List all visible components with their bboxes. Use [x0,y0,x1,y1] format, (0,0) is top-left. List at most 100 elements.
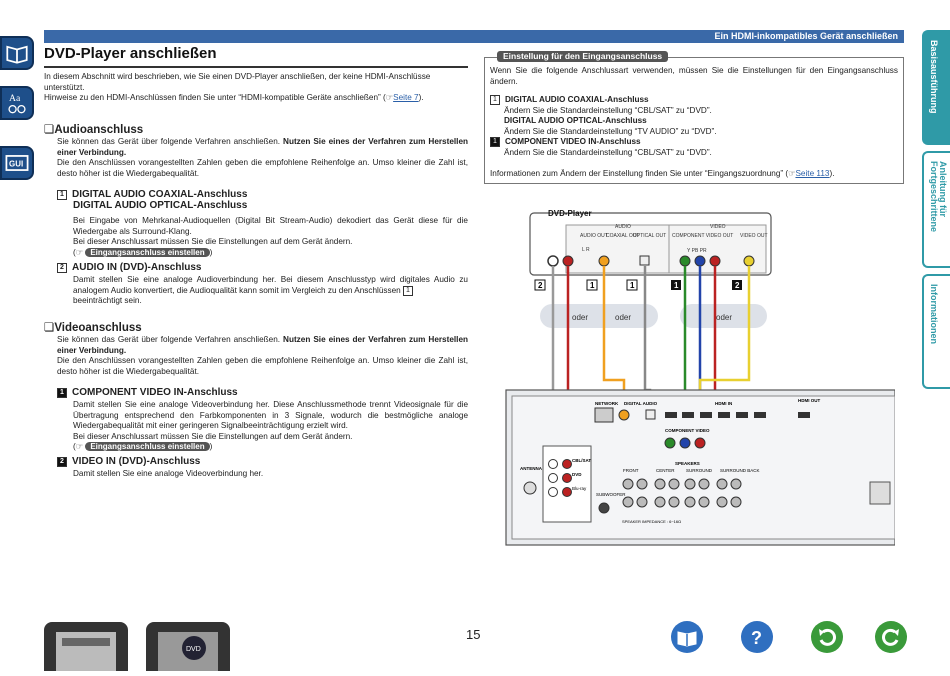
tab-basisausfuehrung[interactable]: Basisausführung [922,30,950,145]
settings-box-title: Einstellung für den Eingangsanschluss [497,51,669,62]
tab-informationen[interactable]: Informationen [922,274,950,389]
page-number: 15 [466,627,481,642]
svg-text:CBL/SAT: CBL/SAT [572,458,591,463]
svg-text:SURROUND BACK: SURROUND BACK [720,468,760,473]
svg-text:SPEAKERS: SPEAKERS [675,461,700,466]
svg-text:2: 2 [735,281,740,290]
svg-text:COAXIAL OUT: COAXIAL OUT [606,233,639,239]
video-item1-text: Damit stellen Sie eine analoge Videoverb… [73,400,468,452]
tab-fortgeschrittene[interactable]: Anleitung für Fortgeschrittene [922,151,950,268]
receiver-pb-port [679,437,691,449]
link-seite-113[interactable]: Seite 113 [795,169,830,178]
back-arrow-icon [819,628,836,646]
svg-text:OPTICAL OUT: OPTICAL OUT [633,233,666,239]
svg-text:Aa: Aa [9,93,21,104]
svg-text:Y PB PR: Y PB PR [687,248,707,254]
video-item2-text: Damit stellen Sie eine analoge Videoverb… [73,469,264,478]
receiver-pr-port [694,437,706,449]
svg-text:oder: oder [716,313,732,322]
section-header-bar: Ein HDMI-inkompatibles Gerät anschließen [44,30,904,43]
book-icon[interactable] [0,36,34,70]
link-seite-7[interactable]: Seite 7 [393,93,419,103]
remote-thumbnail[interactable]: DVD [146,622,230,671]
audio-intro: Sie können das Gerät über folgende Verfa… [57,137,468,178]
svg-text:oder: oder [615,313,631,322]
forward-arrow-icon [882,628,899,646]
dvd-coaxial-port [598,255,610,267]
svg-text:COMPONENT VIDEO: COMPONENT VIDEO [665,428,710,433]
back-button[interactable] [811,621,843,653]
svg-text:SPEAKER IMPEDANCE : 6~16Ω: SPEAKER IMPEDANCE : 6~16Ω [622,519,681,524]
ref-eingangsanschluss-2[interactable]: Eingangsanschluss einstellen [85,442,210,452]
svg-text:COMPONENT VIDEO OUT: COMPONENT VIDEO OUT [672,233,733,239]
page-title: DVD-Player anschließen [44,45,217,62]
svg-text:L R: L R [582,247,590,253]
receiver-audio-r-port [562,473,572,483]
book-icon [677,631,697,647]
audio-item2-text: Damit stellen Sie eine analoge Audioverb… [73,275,468,306]
settings-box [484,57,904,184]
svg-text:1: 1 [630,281,635,290]
dvd-pr-port [709,255,721,267]
font-size-icon[interactable]: Aa [0,86,34,120]
dvd-audio-l-port [547,255,559,267]
receiver-coaxial-port [618,409,630,421]
tab-label: Informationen [929,284,939,344]
svg-text:VIDEO: VIDEO [710,224,726,230]
receiver-front-thumbnail[interactable] [44,622,128,671]
svg-text:SURROUND: SURROUND [686,468,713,473]
intro-text: In diesem Abschnitt wird beschrieben, wi… [44,72,431,103]
svg-text:2: 2 [538,281,543,290]
receiver-optical-port [645,409,656,420]
dvd-audio-r-port [562,255,574,267]
svg-text:CENTER: CENTER [656,468,675,473]
svg-text:DIGITAL AUDIO: DIGITAL AUDIO [624,401,658,406]
svg-text:?: ? [751,628,762,648]
dvd-video-port [743,255,755,267]
tab-label: Basisausführung [929,40,939,114]
video-heading: ❏Videoanschluss [44,322,142,334]
dvd-optical-port [639,255,650,266]
tab-label: Anleitung für Fortgeschrittene [929,161,948,233]
svg-text:AUDIO: AUDIO [615,224,631,230]
svg-text:DVD: DVD [572,472,582,477]
manual-book-button[interactable] [671,621,703,653]
ref-eingangsanschluss-1[interactable]: Eingangsanschluss einstellen [85,247,210,257]
question-icon: ? [751,628,762,648]
settings-intro: Wenn Sie die folgende Anschlussart verwe… [490,66,898,86]
svg-text:1: 1 [590,281,595,290]
title-underline [44,66,468,68]
dvd-pb-port [694,255,706,267]
settings-footer: Informationen zum Ändern der Einstellung… [490,169,835,178]
svg-text:1: 1 [674,281,679,290]
svg-text:FRONT: FRONT [623,468,639,473]
receiver-y-port [664,437,676,449]
svg-text:AUDIO OUT: AUDIO OUT [580,233,608,239]
svg-text:oder: oder [572,313,588,322]
svg-text:NETWORK: NETWORK [595,401,619,406]
svg-text:Blu-ray: Blu-ray [572,486,587,491]
svg-text:VIDEO OUT: VIDEO OUT [740,233,768,239]
gui-icon[interactable]: GUI [0,146,34,180]
receiver-audio-l-port [548,473,558,483]
section-header-text: Ein HDMI-inkompatibles Gerät anschließen [714,31,898,41]
device-label: DVD-Player [548,209,592,218]
svg-text:ANTENNA: ANTENNA [520,466,543,471]
svg-text:GUI: GUI [9,160,23,169]
connection-diagram: DVD-Player AUDIO VIDEO AUDIO OUT L R COA… [505,209,895,546]
dvd-y-port [679,255,691,267]
svg-text:SUBWOOFER: SUBWOOFER [596,492,626,497]
svg-text:DVD: DVD [186,646,201,653]
video-intro: Sie können das Gerät über folgende Verfa… [57,335,468,376]
audio-item1-text: Bei Eingabe von Mehrkanal-Audioquellen (… [73,216,468,257]
audio-heading: ❏Audioanschluss [44,124,144,136]
svg-text:HDMI OUT: HDMI OUT [798,398,820,403]
forward-button[interactable] [875,621,907,653]
help-button[interactable]: ? [741,621,773,653]
svg-text:HDMI IN: HDMI IN [715,401,732,406]
